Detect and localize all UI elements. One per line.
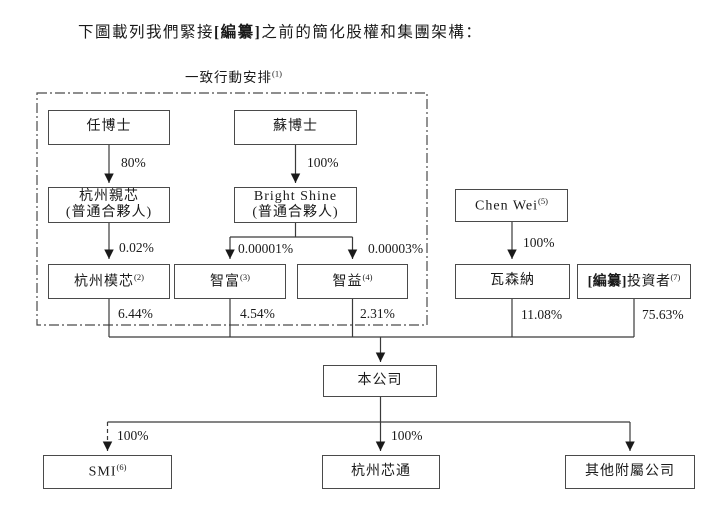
pct-brightshine-to-zhiyi: 0.00003% xyxy=(368,241,424,256)
node-hangzhou-moxin: 杭州模芯(2) xyxy=(48,264,170,299)
page-title-suffix: 之前的簡化股權和集團架構： xyxy=(261,24,483,41)
node-label-text: 投資者 xyxy=(626,274,671,290)
acting-in-concert-label: 一致行動安排(1) xyxy=(185,66,282,86)
node-label: 杭州模芯(2) xyxy=(74,272,144,291)
node-hangzhou-qinxin: 杭州親芯 (普通合夥人) xyxy=(48,187,170,223)
pct-zhiyi-to-company: 2.31% xyxy=(360,306,395,321)
node-label-sup: (6) xyxy=(116,462,127,473)
node-label: 智富(3) xyxy=(210,272,250,291)
node-label: 杭州芯通 xyxy=(351,463,411,479)
pct-su-to-brightshine: 100% xyxy=(307,155,339,170)
node-label-line1: Bright Shine xyxy=(253,188,338,204)
pct-company-to-xintong: 100% xyxy=(391,428,423,443)
node-label-line2: (普通合夥人) xyxy=(252,205,339,220)
node-company: 本公司 xyxy=(323,365,437,397)
node-other-subsidiaries: 其他附屬公司 xyxy=(565,455,695,489)
acting-in-concert-text: 一致行動安排 xyxy=(185,70,272,85)
node-label-text: 智益 xyxy=(332,274,363,290)
node-label-text: Chen Wei xyxy=(475,198,539,214)
node-hangzhou-xintong: 杭州芯通 xyxy=(322,455,440,489)
node-label: 本公司 xyxy=(357,372,403,388)
node-wasenna: 瓦森納 xyxy=(455,264,570,299)
pct-brightshine-to-zhifu: 0.00001% xyxy=(238,241,294,256)
node-investors: [編纂]投資者(7) xyxy=(577,264,691,299)
node-zhifu: 智富(3) xyxy=(174,264,286,299)
node-label: 蘇博士 xyxy=(273,119,318,135)
node-label-sup: (5) xyxy=(538,195,548,206)
node-label: Chen Wei(5) xyxy=(475,196,548,215)
node-bright-shine: Bright Shine (普通合夥人) xyxy=(234,187,357,223)
node-zhiyi: 智益(4) xyxy=(297,264,408,299)
pct-chenwei-to-wasenna: 100% xyxy=(523,235,555,250)
page-title-redaction: [編纂] xyxy=(214,24,262,41)
node-label-sup: (2) xyxy=(134,271,144,282)
node-label: 任博士 xyxy=(86,119,132,135)
pct-zhifu-to-company: 4.54% xyxy=(240,306,275,321)
node-label-sup: (7) xyxy=(670,271,681,282)
pct-moxin-to-company: 6.44% xyxy=(118,306,153,321)
node-label-line2: (普通合夥人) xyxy=(65,205,153,220)
pct-investors-to-company: 75.63% xyxy=(642,307,684,322)
node-label-sup: (4) xyxy=(362,271,373,282)
node-label-text: SMI xyxy=(88,464,117,480)
node-chen-wei: Chen Wei(5) xyxy=(455,189,568,222)
page-title: 下圖載列我們緊接[編纂]之前的簡化股權和集團架構： xyxy=(78,20,482,42)
pct-qinxin-to-moxin: 0.02% xyxy=(119,240,154,255)
node-label: 智益(4) xyxy=(333,272,373,291)
node-label-text: 杭州模芯 xyxy=(74,274,135,290)
node-label: [編纂]投資者(7) xyxy=(588,272,681,291)
node-dr-su: 蘇博士 xyxy=(234,110,357,145)
node-smi: SMI(6) xyxy=(43,455,172,489)
node-dr-ren: 任博士 xyxy=(48,110,170,145)
node-label-text: 智富 xyxy=(210,274,241,290)
page-title-prefix: 下圖載列我們緊接 xyxy=(78,24,215,41)
node-label: SMI(6) xyxy=(89,462,127,481)
acting-in-concert-sup: (1) xyxy=(272,68,282,79)
node-label: 其他附屬公司 xyxy=(585,463,675,479)
node-label-line1: 杭州親芯 xyxy=(79,188,139,204)
node-label-redaction: [編纂] xyxy=(587,274,627,290)
pct-ren-to-qinxin: 80% xyxy=(121,155,146,170)
acting-in-concert-dashed-box xyxy=(36,92,428,326)
pct-company-to-smi: 100% xyxy=(117,428,149,443)
node-label: 瓦森納 xyxy=(490,273,535,289)
node-label-sup: (3) xyxy=(240,271,250,282)
pct-wasenna-to-company: 11.08% xyxy=(521,307,563,322)
